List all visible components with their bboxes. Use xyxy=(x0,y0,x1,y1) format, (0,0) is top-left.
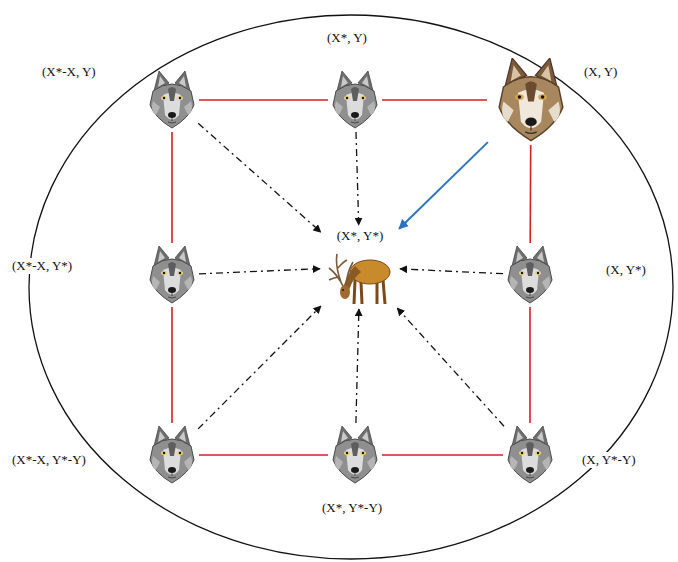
attack-arrow xyxy=(400,269,503,274)
wolf-icon xyxy=(148,71,196,129)
pack-link xyxy=(529,307,531,423)
position-label: (X*-X, Y) xyxy=(40,64,98,80)
wolf-node: (X, Y*-Y) xyxy=(506,426,554,484)
pack-link xyxy=(199,454,328,456)
wolf-icon xyxy=(331,426,379,484)
position-label: (X*, Y*-Y) xyxy=(320,500,384,516)
pack-link xyxy=(171,132,173,243)
wolf-icon xyxy=(331,71,379,129)
wolf-icon xyxy=(148,426,196,484)
position-label: (X*-X, Y*-Y) xyxy=(10,452,88,468)
pack-link xyxy=(171,307,173,423)
wolf-node: (X*-X, Y*-Y) xyxy=(148,426,196,484)
deer-icon xyxy=(325,244,395,306)
wolf-node: (X, Y*) xyxy=(506,246,554,304)
position-label: (X, Y) xyxy=(582,64,619,80)
pack-link xyxy=(382,99,487,101)
attack-arrow xyxy=(198,306,321,429)
attack-arrow xyxy=(198,123,321,232)
position-label: (X, Y*) xyxy=(604,262,648,278)
wolf-icon xyxy=(506,426,554,484)
attack-arrow xyxy=(199,269,320,274)
position-label: (X, Y*-Y) xyxy=(580,452,638,468)
attack-arrow xyxy=(397,308,504,426)
wolf-node: (X*, Y) xyxy=(331,71,379,129)
attack-arrow xyxy=(399,142,488,229)
wolf-node: (X*-X, Y*) xyxy=(148,246,196,304)
wolf-icon xyxy=(148,246,196,304)
position-label: (X*-X, Y*) xyxy=(10,258,74,274)
pack-link xyxy=(382,454,503,456)
wolf-node: (X*, Y*-Y) xyxy=(331,426,379,484)
position-label: (X*, Y*) xyxy=(335,228,385,244)
pack-link xyxy=(199,99,328,101)
attack-arrow xyxy=(356,132,359,225)
attack-arrow xyxy=(356,309,359,423)
deer-picture xyxy=(325,244,395,306)
wolf-node: (X, Y) xyxy=(490,58,572,142)
wolf-node: (X*-X, Y) xyxy=(148,71,196,129)
wolf-icon xyxy=(506,246,554,304)
prey-node: (X*, Y*) xyxy=(323,228,397,306)
pack-link xyxy=(529,145,531,243)
wolf-icon xyxy=(490,58,572,142)
position-label: (X*, Y) xyxy=(325,30,369,46)
